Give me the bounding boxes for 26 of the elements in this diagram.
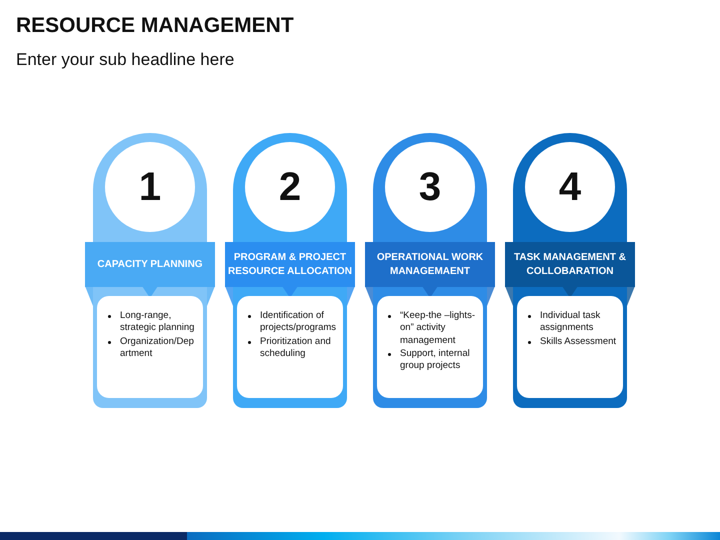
bullet-item: “Keep-the –lights-on” activity management — [400, 310, 476, 348]
bullet-item: Prioritization and scheduling — [260, 336, 332, 360]
step-title: TASK MANAGEMENT & COLLOBARATION — [512, 251, 628, 278]
subtitle: Enter your sub headline here — [16, 50, 234, 70]
text-card — [377, 296, 483, 398]
text-card — [97, 296, 203, 398]
bullet-item: Organization/Department — [120, 336, 195, 360]
bullet-item: Identification of projects/programs — [260, 310, 338, 335]
bullet-item: Skills Assessment — [540, 336, 618, 348]
text-card — [517, 296, 623, 398]
slide-title: RESOURCE MANAGEMENT — [16, 14, 294, 38]
bullet-item: Individual task assignments — [540, 310, 602, 335]
step-title: PROGRAM & PROJECT RESOURCE ALLOCATION — [227, 251, 353, 278]
step-number: 1 — [138, 164, 162, 210]
step-number: 4 — [558, 164, 582, 210]
step-title: CAPACITY PLANNING — [97, 258, 203, 272]
step-banner — [505, 242, 635, 287]
step-number: 2 — [278, 164, 302, 210]
bullet-item: Long-range, strategic planning — [120, 310, 196, 335]
step-banner — [365, 242, 495, 287]
text-card — [237, 296, 343, 398]
step-number: 3 — [418, 164, 442, 210]
step-title: OPERATIONAL WORK MANAGEMAENT — [376, 251, 484, 278]
step-banner — [225, 242, 355, 287]
bullet-item: Support, internal group projects — [400, 348, 471, 373]
step-banner — [85, 242, 215, 287]
